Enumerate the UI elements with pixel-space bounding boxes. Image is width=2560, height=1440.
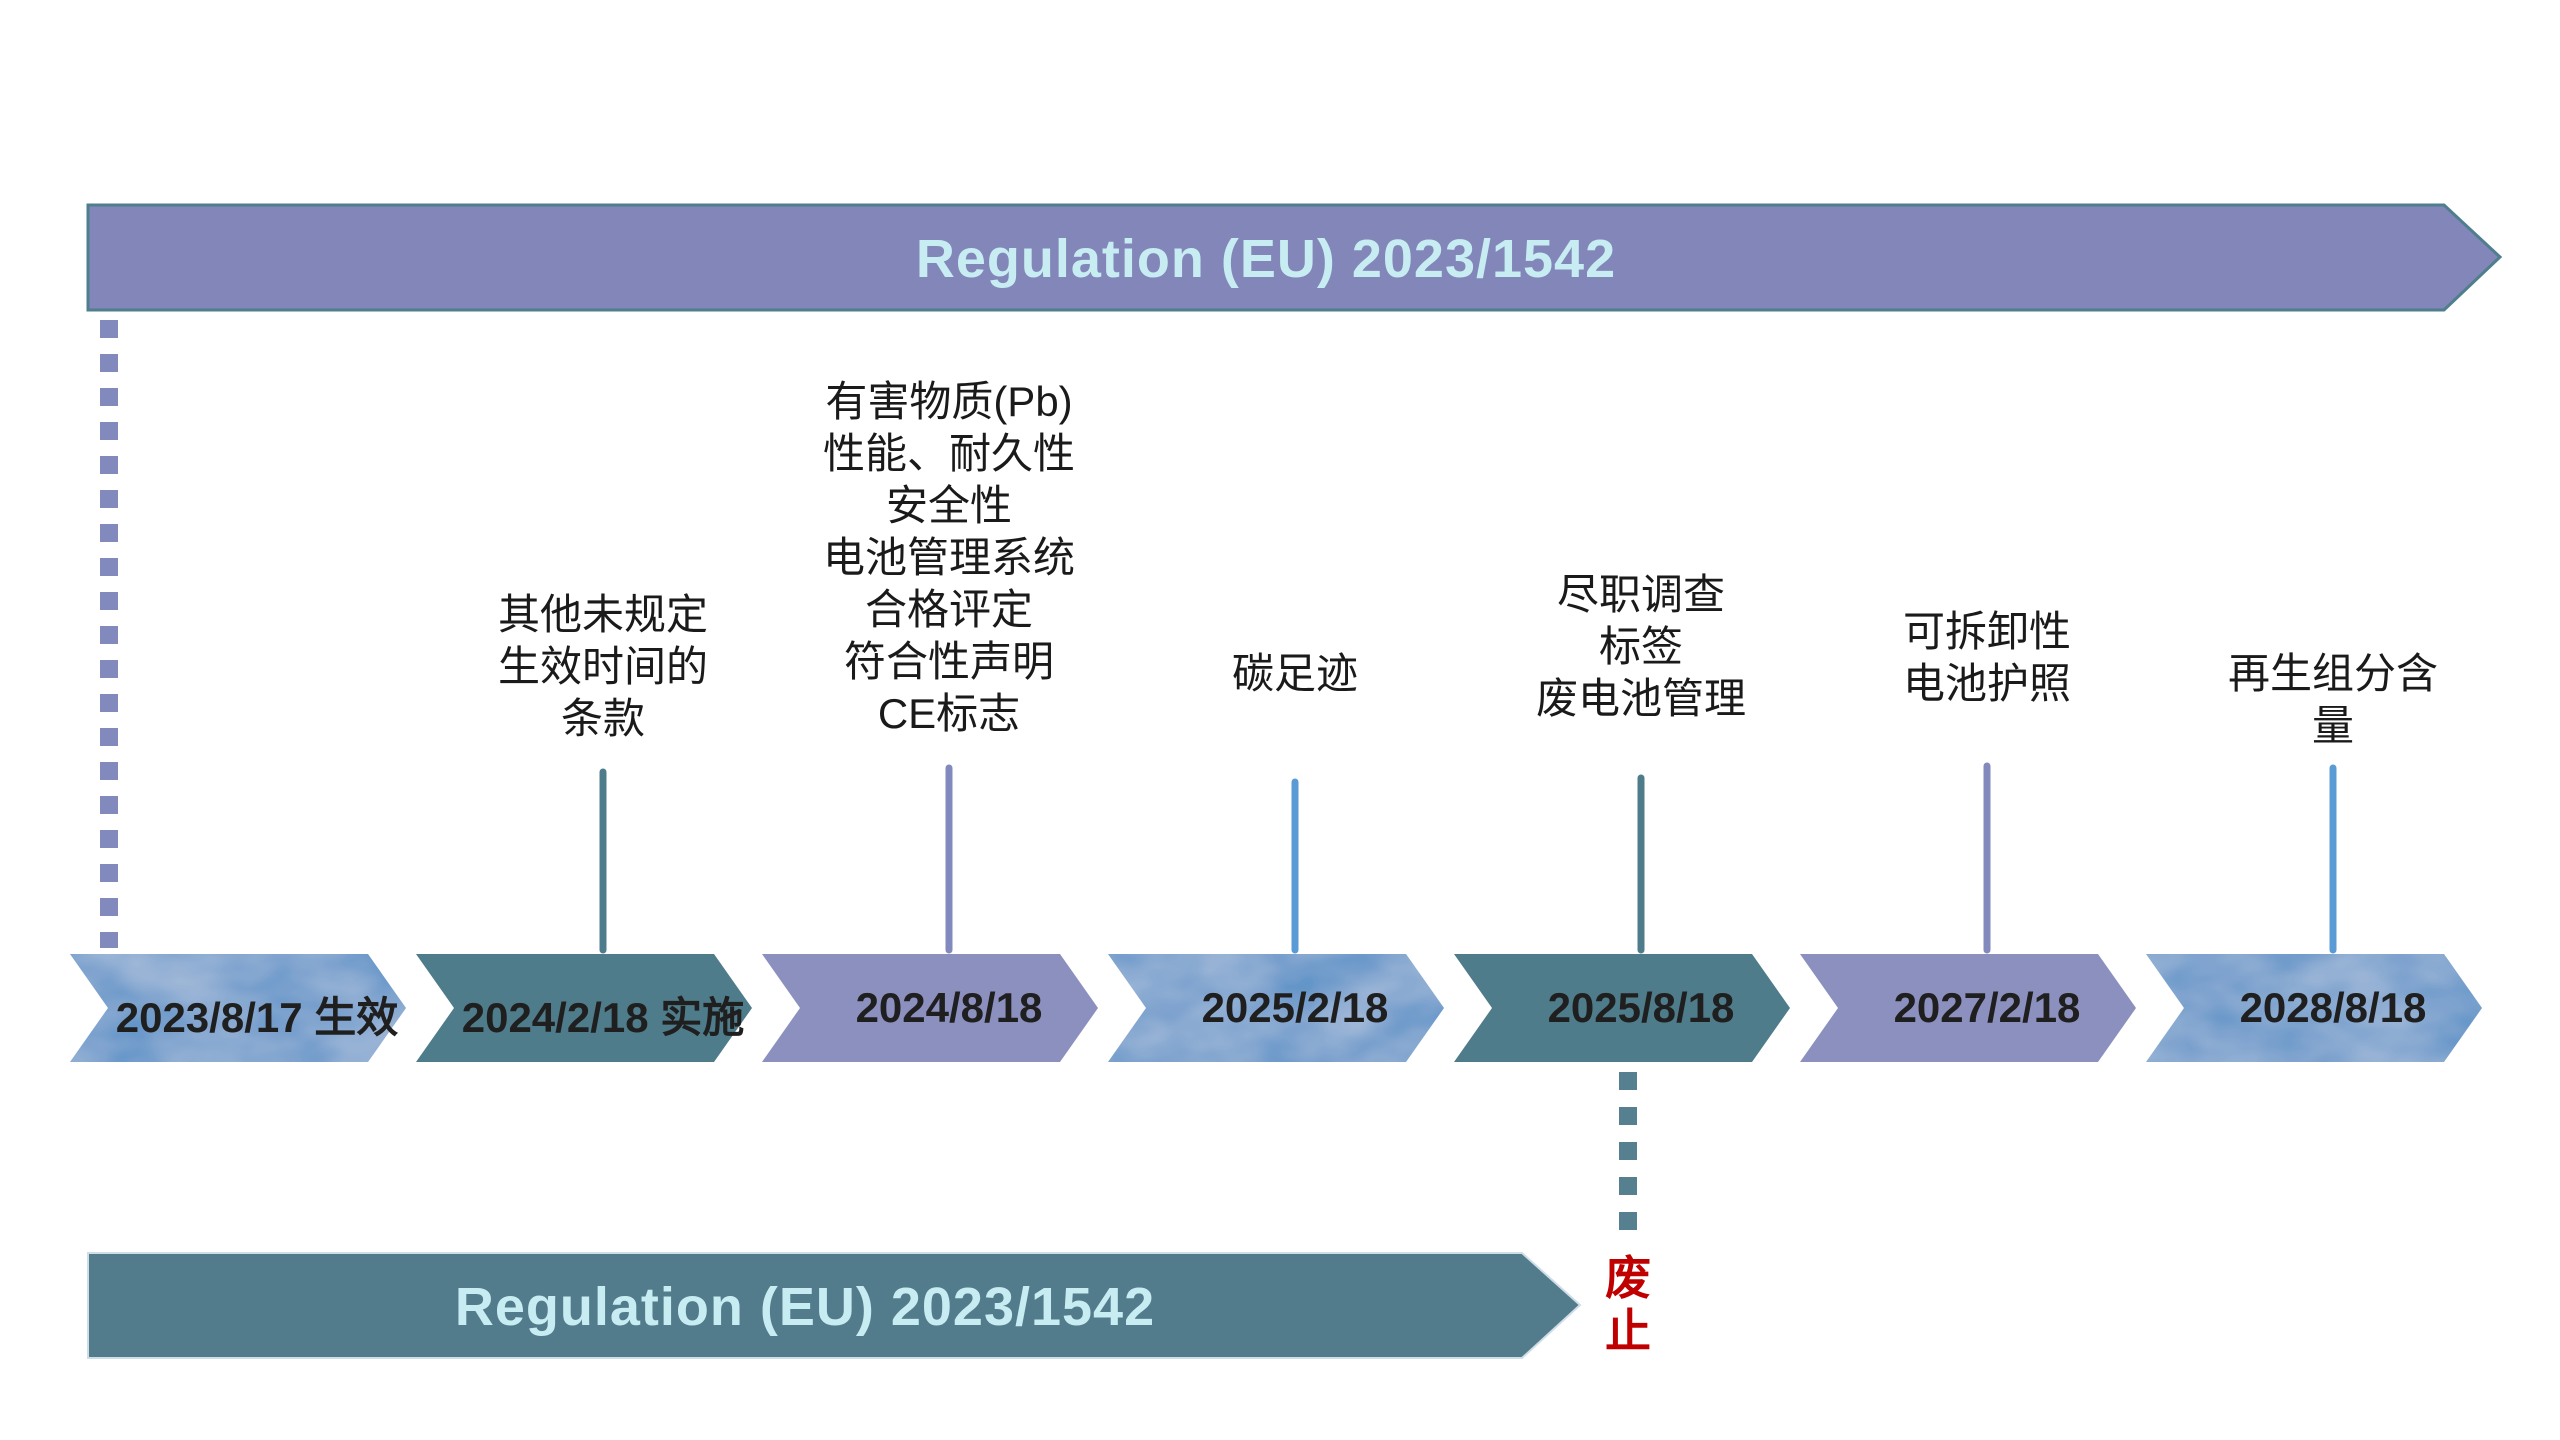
timeline-chevron-2025-2-18 (1108, 954, 1444, 1062)
milestone-date-2024-8-18: 2024/8/18 (855, 984, 1043, 1031)
timeline-chevron-2028-8-18 (2146, 954, 2482, 1062)
top-banner-title: Regulation (EU) 2023/1542 (915, 229, 1617, 289)
milestone-label-2027-2-18: 可拆卸性 电池护照 (1902, 608, 2072, 707)
bottom-banner-title: Regulation (EU) 2023/1542 (454, 1277, 1156, 1337)
milestone-label-2025-2-18: 碳足迹 (1231, 650, 1359, 697)
timeline-chevron-2027-2-18 (1800, 954, 2136, 1062)
timeline-chevron-2024-8-18 (762, 954, 1098, 1062)
milestone-label-2028-8-18: 再生组分含量 (2227, 650, 2438, 749)
bottom-banner-arrow (87, 1252, 1582, 1359)
milestone-date-2027-2-18: 2027/2/18 (1893, 984, 2081, 1031)
milestone-date-2024-2-18: 2024/2/18 实施 (461, 994, 745, 1041)
milestone-date-2025-8-18: 2025/8/18 (1547, 984, 1735, 1031)
milestone-date-2023-8-17: 2023/8/17 生效 (115, 994, 399, 1041)
milestone-date-2025-2-18: 2025/2/18 (1201, 984, 1389, 1031)
timeline-chevron-2024-2-18 (416, 954, 752, 1062)
timeline-chevron-2023-8-17 (70, 954, 406, 1062)
milestone-date-2028-8-18: 2028/8/18 (2239, 984, 2427, 1031)
timeline-chevron-2025-8-18 (1454, 954, 1790, 1062)
repeal-text: 废止 (1605, 1252, 1651, 1357)
milestone-label-2024-8-18: 有害物质(Pb) 性能、耐久性 安全性 电池管理系统 合格评定 符合性声明 CE… (822, 378, 1076, 737)
top-banner-arrow (86, 203, 2503, 312)
milestone-label-2025-8-18: 尽职调查 标签 废电池管理 (1535, 571, 1747, 722)
milestone-label-2024-2-18: 其他未规定 生效时间的 条款 (497, 591, 709, 742)
